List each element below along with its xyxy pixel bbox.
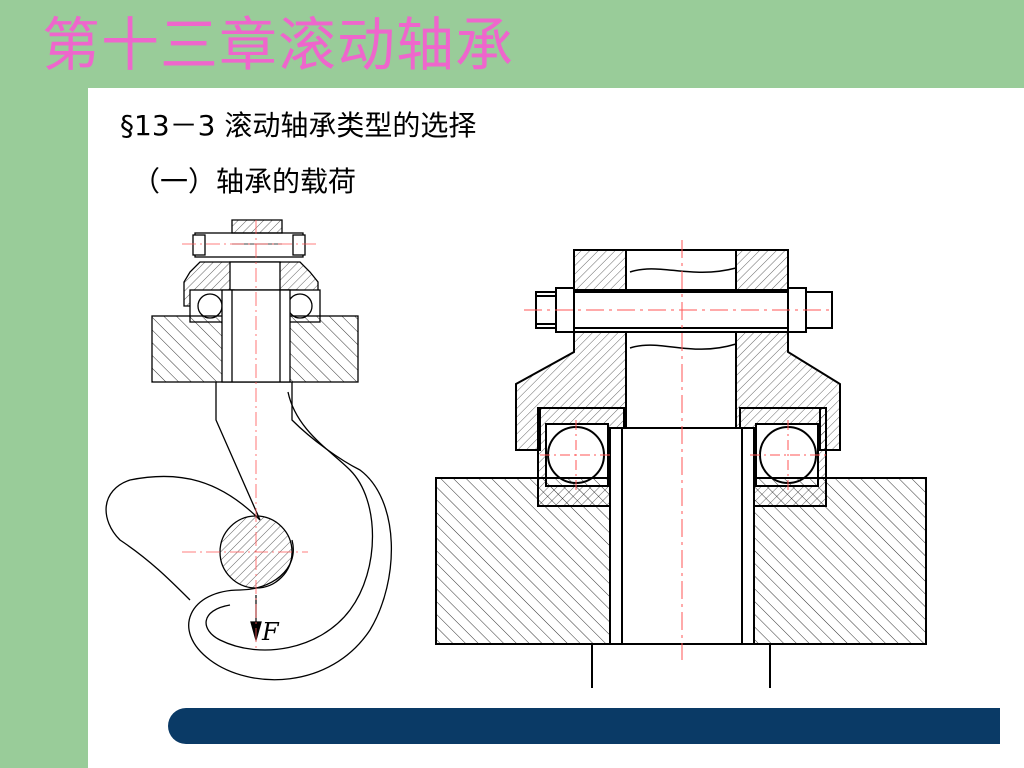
bearing-section-drawing xyxy=(435,240,927,688)
force-label: F xyxy=(261,618,280,646)
hook-bolt xyxy=(194,232,304,258)
sub-heading: （一）轴承的载荷 xyxy=(132,165,357,198)
bottom-decorative-bar xyxy=(168,708,1000,744)
slide-title: 第十三章滚动轴承 xyxy=(42,11,515,79)
section-heading: §13－3 滚动轴承类型的选择 xyxy=(120,109,477,142)
left-decorative-band xyxy=(0,0,88,768)
hook-assembly-drawing xyxy=(105,219,392,681)
hook-body xyxy=(188,382,392,681)
hook-bearing-ball-left xyxy=(197,293,223,319)
top-decorative-band xyxy=(0,0,1024,88)
hook-bearing-ball-right xyxy=(287,293,313,319)
